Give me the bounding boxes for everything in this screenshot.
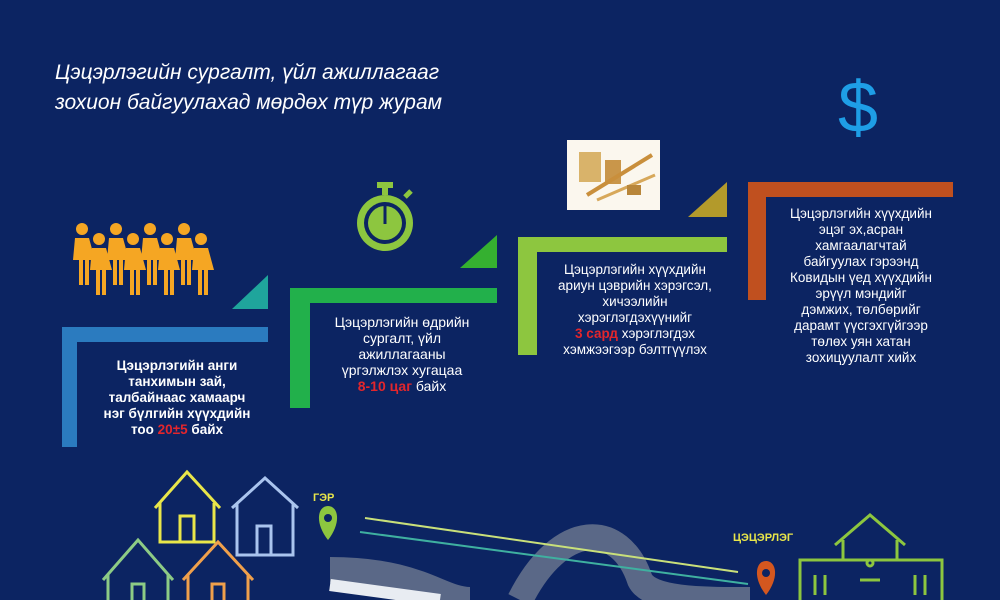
kindergarten-pin-icon <box>756 561 776 595</box>
step-4-bar <box>748 182 953 197</box>
school-supplies-image <box>567 140 660 210</box>
step-3-text: Цэцэрлэгийн хүүхдийн ариун цэврийн хэрэг… <box>558 262 712 357</box>
page-subtitle: Цэцэрлэгийн сургалт, үйл ажиллагааг зохи… <box>55 61 443 114</box>
step-1-bar <box>62 327 268 342</box>
house-icon <box>101 537 175 600</box>
house-icon <box>181 539 255 600</box>
home-pin-icon <box>318 506 338 540</box>
people-icon <box>73 223 214 295</box>
house-icon <box>230 475 300 557</box>
highlight: 20±5 <box>157 422 188 437</box>
step-3-bar-vertical <box>518 237 537 355</box>
step-2-accent-triangle <box>460 235 497 268</box>
step-1-bar-vertical <box>62 327 77 447</box>
dollar-icon: $ <box>838 68 879 148</box>
home-label: ГЭР <box>313 492 335 504</box>
highlight: 3 сард <box>575 326 618 341</box>
kindergarten-label: ЦЭЦЭРЛЭГ <box>733 532 794 544</box>
step-4-text: Цэцэрлэгийн хүүхдийн эцэг эх,асран хамга… <box>790 206 932 365</box>
step-4-bar-vertical <box>748 182 766 300</box>
step-2-bar <box>290 288 497 303</box>
step-3-bar <box>518 237 727 252</box>
route-illustration <box>101 469 944 600</box>
house-icon <box>153 469 222 544</box>
highlight: 8-10 цаг <box>357 378 413 394</box>
step-1-text: Цэцэрлэгийн анги танхимын зай, талбайнаа… <box>103 358 251 437</box>
step-1-accent-triangle <box>232 275 268 309</box>
step-3-accent-triangle <box>688 182 727 217</box>
step-2-bar-vertical <box>290 288 310 408</box>
step-2-text: Цэцэрлэгийн өдрийн сургалт, үйл ажиллага… <box>334 314 470 394</box>
stopwatch-icon <box>357 182 413 251</box>
kindergarten-building-icon <box>798 513 944 600</box>
